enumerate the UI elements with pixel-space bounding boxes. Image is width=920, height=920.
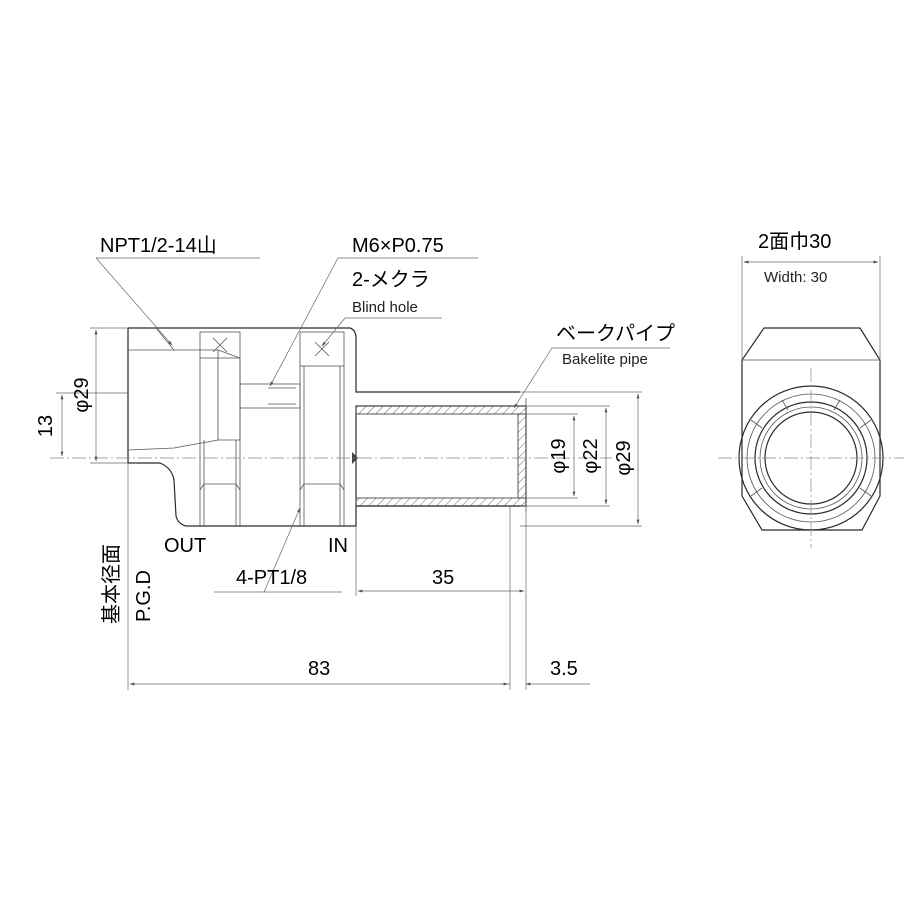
bakelite-pipe [352, 398, 527, 512]
end-view [718, 256, 904, 548]
width-en-label: Width: 30 [764, 269, 827, 286]
blind-hole-en-label: Blind hole [352, 299, 418, 316]
dim-len-35: 35 [432, 567, 454, 589]
leaders [95, 257, 670, 593]
dimension-lines [56, 327, 642, 690]
hex-outline [741, 327, 881, 531]
pt-ports-label: 4-PT1/8 [236, 567, 307, 589]
m6-blind-hole [239, 383, 301, 409]
npt-thread-label: NPT1/2-14山 [100, 234, 217, 257]
pgd-en-label: P.G.D [133, 570, 155, 622]
npt-taper [127, 327, 241, 451]
dim-dia-19: φ19 [548, 438, 570, 473]
dim-dia-29-pipe: φ29 [613, 440, 635, 475]
body-outline [127, 327, 520, 527]
hex-box-right [299, 331, 345, 367]
dim-height-13: 13 [35, 415, 57, 437]
m6-thread-label: M6×P0.75 [352, 235, 444, 257]
bakelite-jp-label: ベークパイプ [556, 322, 675, 345]
dim-dia-22: φ22 [580, 438, 602, 473]
text-labels: NPT1/2-14山 M6×P0.75 2-メクラ Blind hole ベーク… [35, 230, 831, 680]
in-port-bore [299, 366, 345, 526]
dim-dia-body: φ29 [71, 377, 93, 412]
width-jp-label: 2面巾30 [758, 230, 831, 253]
dim-len-83: 83 [308, 658, 330, 680]
pgd-jp-label: 基本径面 [100, 544, 123, 624]
hex-box-left [199, 331, 241, 359]
blind-hole-jp-label: 2-メクラ [352, 268, 430, 291]
out-port-label: OUT [164, 535, 206, 557]
in-port-label: IN [328, 535, 348, 557]
bakelite-en-label: Bakelite pipe [562, 351, 648, 368]
side-view [50, 327, 612, 690]
dim-len-3-5: 3.5 [550, 658, 578, 680]
